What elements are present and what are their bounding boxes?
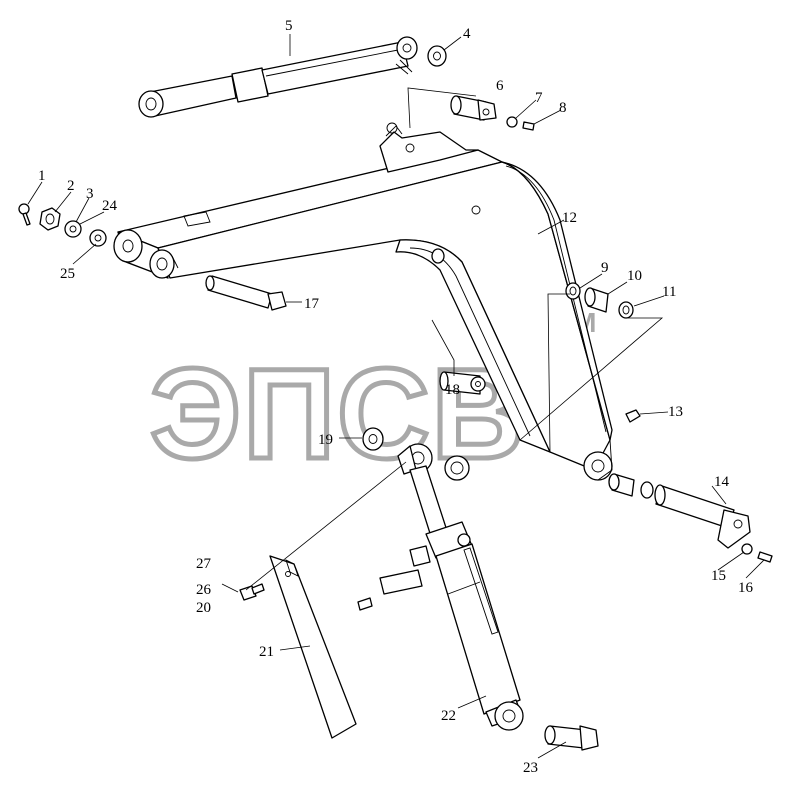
callout-17: 17 <box>304 296 320 312</box>
part-4-washer <box>427 45 447 67</box>
callout-5: 5 <box>285 18 293 34</box>
callout-12: 12 <box>562 210 577 226</box>
part-17-pin <box>205 275 287 311</box>
callout-14: 14 <box>714 474 730 490</box>
callout-18: 18 <box>445 382 460 398</box>
watermark-text: ЭПСВ <box>150 343 526 486</box>
callout-8: 8 <box>559 100 567 116</box>
callout-3: 3 <box>86 186 94 202</box>
callout-labels: 1 2 3 4 5 6 7 8 9 10 11 12 13 14 15 16 1… <box>38 18 754 776</box>
spacer-ring <box>444 455 470 481</box>
part-5-boom-cylinder <box>138 36 418 118</box>
part-3-washer <box>64 220 82 238</box>
callout-24: 24 <box>102 198 118 214</box>
part-25-washer <box>89 229 107 247</box>
part-12-boom <box>113 122 613 481</box>
callout-27: 27 <box>196 556 212 572</box>
part-23-pin <box>544 725 599 751</box>
leader-lines <box>27 34 765 759</box>
callout-15: 15 <box>711 568 726 584</box>
callout-19: 19 <box>318 432 333 448</box>
part-10-bushing <box>584 287 609 313</box>
callout-23: 23 <box>523 760 538 776</box>
callout-6: 6 <box>496 78 504 94</box>
watermark: ЭПСВ TM <box>148 307 597 489</box>
callout-2: 2 <box>67 178 75 194</box>
part-11-seal <box>618 301 634 319</box>
callout-22: 22 <box>441 708 456 724</box>
part-18-pin <box>439 371 486 395</box>
callout-4: 4 <box>463 26 471 42</box>
callout-10: 10 <box>627 268 642 284</box>
part-14-pin <box>654 484 751 549</box>
callout-1: 1 <box>38 168 46 184</box>
part-7-washer <box>506 116 518 128</box>
callout-16: 16 <box>738 580 754 596</box>
part-20-bolt <box>239 583 265 601</box>
part-22-arm-cylinder <box>357 443 524 731</box>
part-9-seal <box>565 282 581 300</box>
part-16-bolt <box>757 551 773 563</box>
part-6-pin <box>450 95 497 121</box>
part-2-nut <box>39 207 61 231</box>
part-8-bolt <box>522 121 535 131</box>
callout-21: 21 <box>259 644 274 660</box>
part-21-guard-plate <box>269 555 357 739</box>
callout-13: 13 <box>668 404 683 420</box>
callout-9: 9 <box>601 260 609 276</box>
callout-11: 11 <box>662 284 676 300</box>
callout-20: 20 <box>196 600 211 616</box>
arm-end-bushings <box>608 473 654 499</box>
part-13-grease-fitting <box>625 409 641 423</box>
callout-25: 25 <box>60 266 75 282</box>
callout-7: 7 <box>535 90 543 106</box>
part-19-washer <box>362 427 384 451</box>
callout-26: 26 <box>196 582 212 598</box>
part-1-grease-fitting <box>18 203 31 226</box>
part-15-washer <box>741 543 753 555</box>
